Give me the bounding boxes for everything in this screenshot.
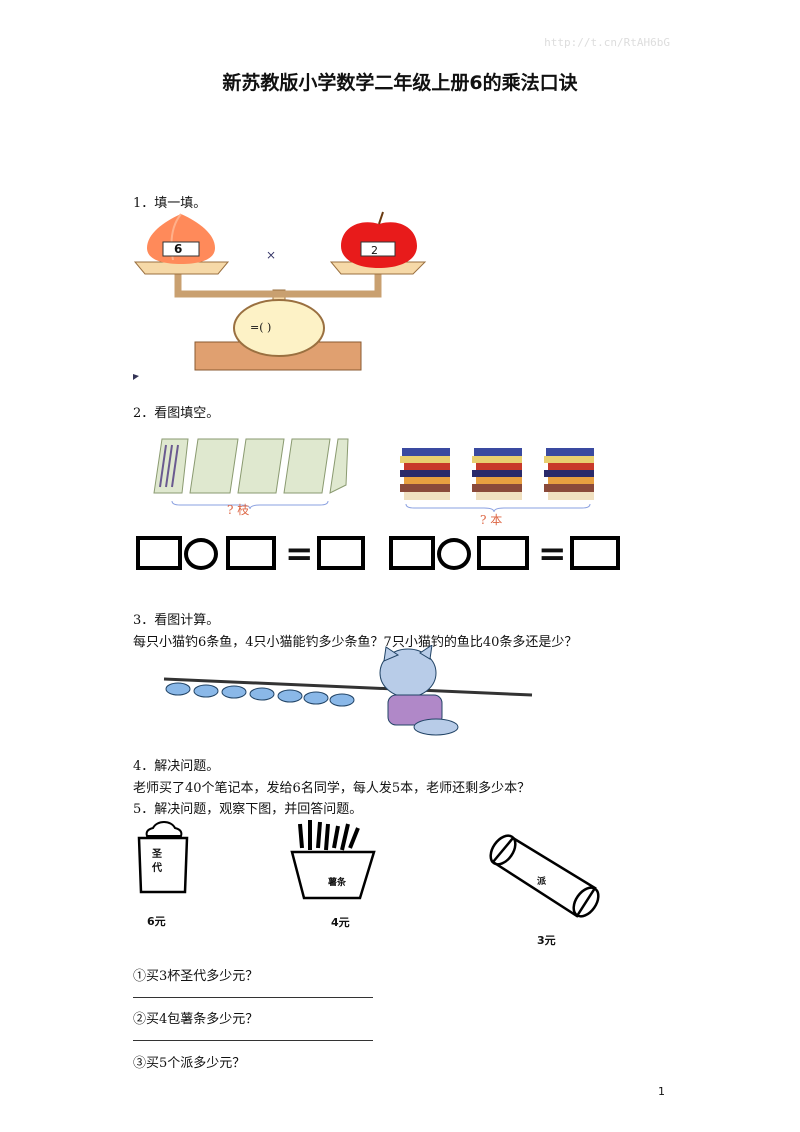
q1-heading: 1．填一填。 [133, 196, 207, 211]
answer-box[interactable] [389, 536, 435, 570]
page-number: 1 [658, 1085, 665, 1098]
pie-box-icon [489, 834, 600, 918]
q3-text: 每只小猫钓6条鱼，4只小猫能钓多少条鱼？7只小猫钓的鱼比40条多还是少？ [133, 635, 578, 650]
sundae-price: 6元 [147, 915, 166, 928]
fries-price: 4元 [331, 916, 350, 929]
q5-heading: 5．解决问题，观察下图，并回答问题。 [133, 802, 363, 817]
answer-line[interactable] [133, 997, 373, 998]
equals-sign: = [285, 534, 314, 574]
fries-box-icon [290, 820, 376, 900]
balance-scale-illustration [133, 211, 427, 380]
pencil-boxes-illustration [153, 438, 349, 510]
q2-right-caption: ? 本 [480, 513, 503, 527]
pie-label: 派 [537, 877, 547, 887]
answer-box[interactable] [317, 536, 365, 570]
watermark: http://t.cn/RtAH6bG [544, 36, 670, 49]
q1-result-blank: =( ) [250, 321, 272, 334]
answer-line[interactable] [133, 1040, 373, 1041]
answer-box[interactable] [136, 536, 182, 570]
operator-circle[interactable] [437, 538, 471, 570]
q3-heading: 3．看图计算。 [133, 613, 220, 628]
answer-box[interactable] [477, 536, 529, 570]
q4-heading: 4．解决问题。 [133, 759, 220, 774]
q4-text: 老师买了40个笔记本，发给6名同学，每人发5本，老师还剩多少本？ [133, 781, 531, 796]
page-title: 新苏教版小学数学二年级上册6的乘法口诀 [222, 72, 578, 94]
q1-operator: × [266, 248, 277, 262]
equals-sign: = [538, 534, 567, 574]
q5-sub-3: ③买5个派多少元？ [133, 1056, 246, 1071]
book-stacks-illustration [400, 448, 594, 513]
pie-price: 3元 [537, 934, 556, 947]
sundae-label: 圣代 [152, 849, 162, 874]
fries-label: 薯条 [328, 878, 347, 888]
operator-circle[interactable] [184, 538, 218, 570]
q1-right-number: 2 [371, 244, 378, 257]
q2-heading: 2．看图填空。 [133, 406, 220, 421]
q5-sub-1: ①买3杯圣代多少元？ [133, 969, 259, 984]
q1-left-number: 6 [174, 242, 183, 256]
cat-fishing-illustration [163, 645, 533, 736]
answer-box[interactable] [226, 536, 276, 570]
q5-sub-2: ②买4包薯条多少元？ [133, 1012, 259, 1027]
q2-left-caption: ? 枝 [227, 503, 250, 517]
answer-box[interactable] [570, 536, 620, 570]
sundae-cup-icon [137, 821, 189, 894]
